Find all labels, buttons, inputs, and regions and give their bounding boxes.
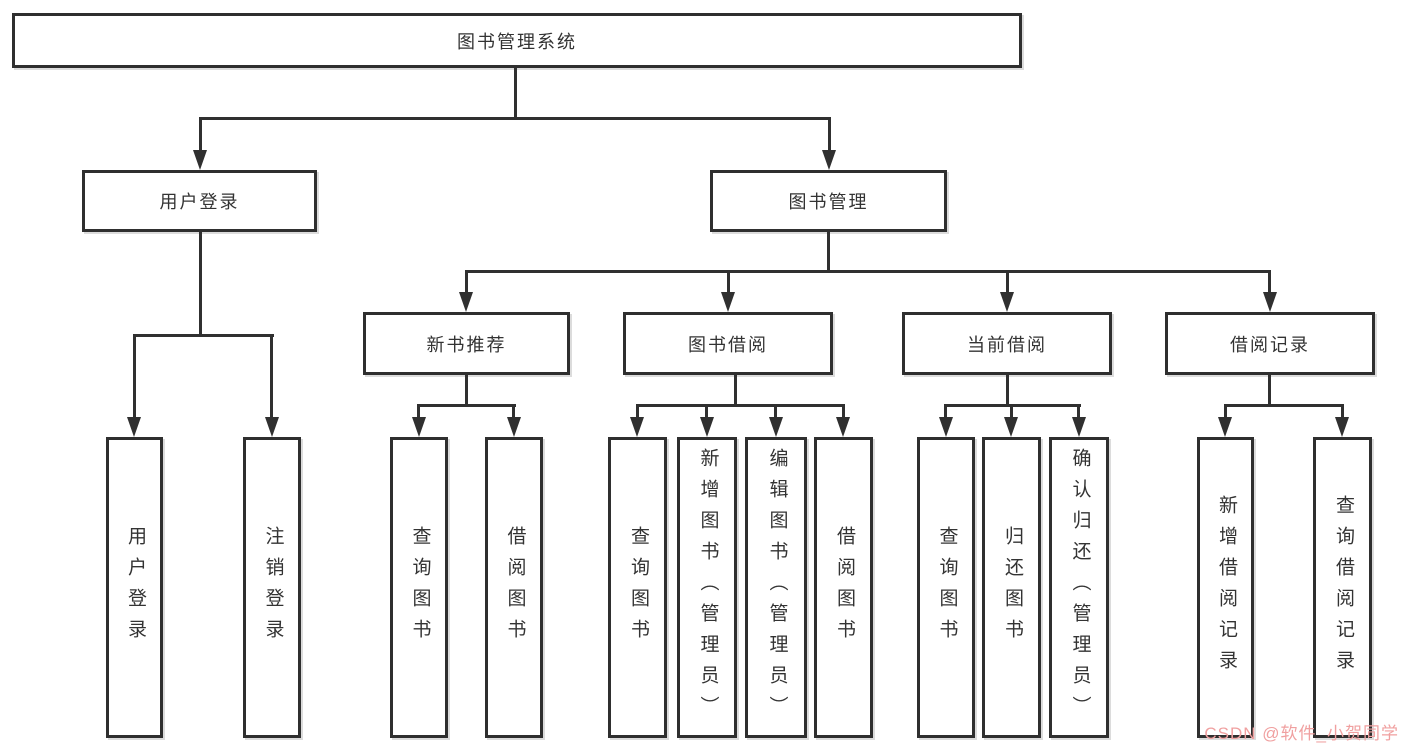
leaf-add-books-admin-label: 新增图书（管理员） [697, 448, 719, 727]
connector-line [774, 406, 777, 417]
leaf-newbooks-query-books-label: 查询图书 [409, 525, 431, 650]
leaf-borrow-borrow-books-label: 借阅图书 [833, 525, 855, 650]
node-current-borrow: 当前借阅 [902, 312, 1112, 375]
connector-line [1006, 375, 1009, 406]
arrow-down-icon [193, 150, 207, 170]
connector-line [1224, 404, 1344, 407]
connector-line [133, 336, 136, 417]
node-new-book-recommend: 新书推荐 [363, 312, 570, 375]
leaf-edit-books-admin: 编辑图书（管理员） [745, 437, 807, 738]
leaf-borrow-borrow-books: 借阅图书 [814, 437, 873, 738]
arrow-down-icon [127, 417, 141, 437]
leaf-borrow-query-books-label: 查询图书 [627, 525, 649, 650]
node-book-management-label: 图书管理 [788, 192, 869, 212]
leaf-return-books-label: 归还图书 [1001, 525, 1023, 650]
leaf-logout-label: 注销登录 [262, 525, 284, 650]
connector-line [512, 406, 515, 417]
node-current-borrow-label: 当前借阅 [967, 334, 1047, 355]
connector-line [705, 406, 708, 417]
connector-line [727, 272, 730, 292]
leaf-add-borrow-record: 新增借阅记录 [1197, 437, 1254, 738]
node-book-management: 图书管理 [710, 170, 947, 232]
arrow-down-icon [769, 417, 783, 437]
arrow-down-icon [822, 150, 836, 170]
arrow-down-icon [1000, 292, 1014, 312]
connector-line [1224, 406, 1227, 417]
connector-line [734, 375, 737, 406]
csdn-watermark: CSDN @软件_小贺同学 [1204, 724, 1399, 743]
arrow-down-icon [1218, 417, 1232, 437]
connector-line [636, 406, 639, 417]
arrow-down-icon [265, 417, 279, 437]
leaf-newbooks-borrow-books-label: 借阅图书 [504, 525, 526, 650]
arrow-down-icon [700, 417, 714, 437]
arrow-down-icon [507, 417, 521, 437]
node-user-login-label: 用户登录 [159, 192, 240, 212]
leaf-current-query-books-label: 查询图书 [936, 525, 958, 650]
arrow-down-icon [1263, 292, 1277, 312]
connector-line [417, 404, 516, 407]
node-borrow-records-label: 借阅记录 [1230, 334, 1310, 355]
arrow-down-icon [1335, 417, 1349, 437]
leaf-add-borrow-record-label: 新增借阅记录 [1215, 494, 1237, 681]
arrow-down-icon [836, 417, 850, 437]
connector-line [1268, 375, 1271, 406]
connector-line [417, 406, 420, 417]
leaf-confirm-return-admin-label: 确认归还（管理员） [1069, 448, 1091, 727]
leaf-query-borrow-record: 查询借阅记录 [1313, 437, 1372, 738]
node-root: 图书管理系统 [12, 13, 1022, 68]
connector-line [944, 404, 1081, 407]
connector-line [1077, 406, 1080, 417]
connector-line [199, 119, 202, 150]
connector-line [1268, 272, 1271, 292]
arrow-down-icon [459, 292, 473, 312]
connector-line [1006, 272, 1009, 292]
leaf-newbooks-borrow-books: 借阅图书 [485, 437, 543, 738]
connector-line [1010, 406, 1013, 417]
connector-line [270, 336, 273, 417]
arrow-down-icon [412, 417, 426, 437]
connector-line [842, 406, 845, 417]
leaf-return-books: 归还图书 [982, 437, 1041, 738]
leaf-confirm-return-admin: 确认归还（管理员） [1049, 437, 1109, 738]
connector-line [465, 270, 1271, 273]
connector-line [133, 334, 274, 337]
node-book-borrow-label: 图书借阅 [688, 334, 768, 355]
node-user-login: 用户登录 [82, 170, 317, 232]
node-borrow-records: 借阅记录 [1165, 312, 1375, 375]
connector-line [636, 404, 845, 407]
connector-line [1341, 406, 1344, 417]
leaf-newbooks-query-books: 查询图书 [390, 437, 448, 738]
leaf-user-login: 用户登录 [106, 437, 163, 738]
leaf-logout: 注销登录 [243, 437, 301, 738]
connector-line [514, 68, 517, 119]
leaf-current-query-books: 查询图书 [917, 437, 975, 738]
arrow-down-icon [939, 417, 953, 437]
connector-line [465, 375, 468, 406]
connector-line [944, 406, 947, 417]
leaf-user-login-label: 用户登录 [124, 525, 146, 650]
connector-line [465, 272, 468, 292]
leaf-borrow-query-books: 查询图书 [608, 437, 667, 738]
node-root-label: 图书管理系统 [457, 31, 577, 52]
connector-line [828, 119, 831, 150]
arrow-down-icon [630, 417, 644, 437]
node-book-borrow: 图书借阅 [623, 312, 833, 375]
connector-line [827, 232, 830, 272]
connector-line [199, 232, 202, 336]
arrow-down-icon [721, 292, 735, 312]
leaf-query-borrow-record-label: 查询借阅记录 [1332, 494, 1354, 681]
node-new-book-recommend-label: 新书推荐 [426, 334, 507, 355]
leaf-edit-books-admin-label: 编辑图书（管理员） [766, 448, 788, 727]
connector-line [199, 117, 831, 120]
arrow-down-icon [1004, 417, 1018, 437]
leaf-add-books-admin: 新增图书（管理员） [677, 437, 737, 738]
arrow-down-icon [1072, 417, 1086, 437]
